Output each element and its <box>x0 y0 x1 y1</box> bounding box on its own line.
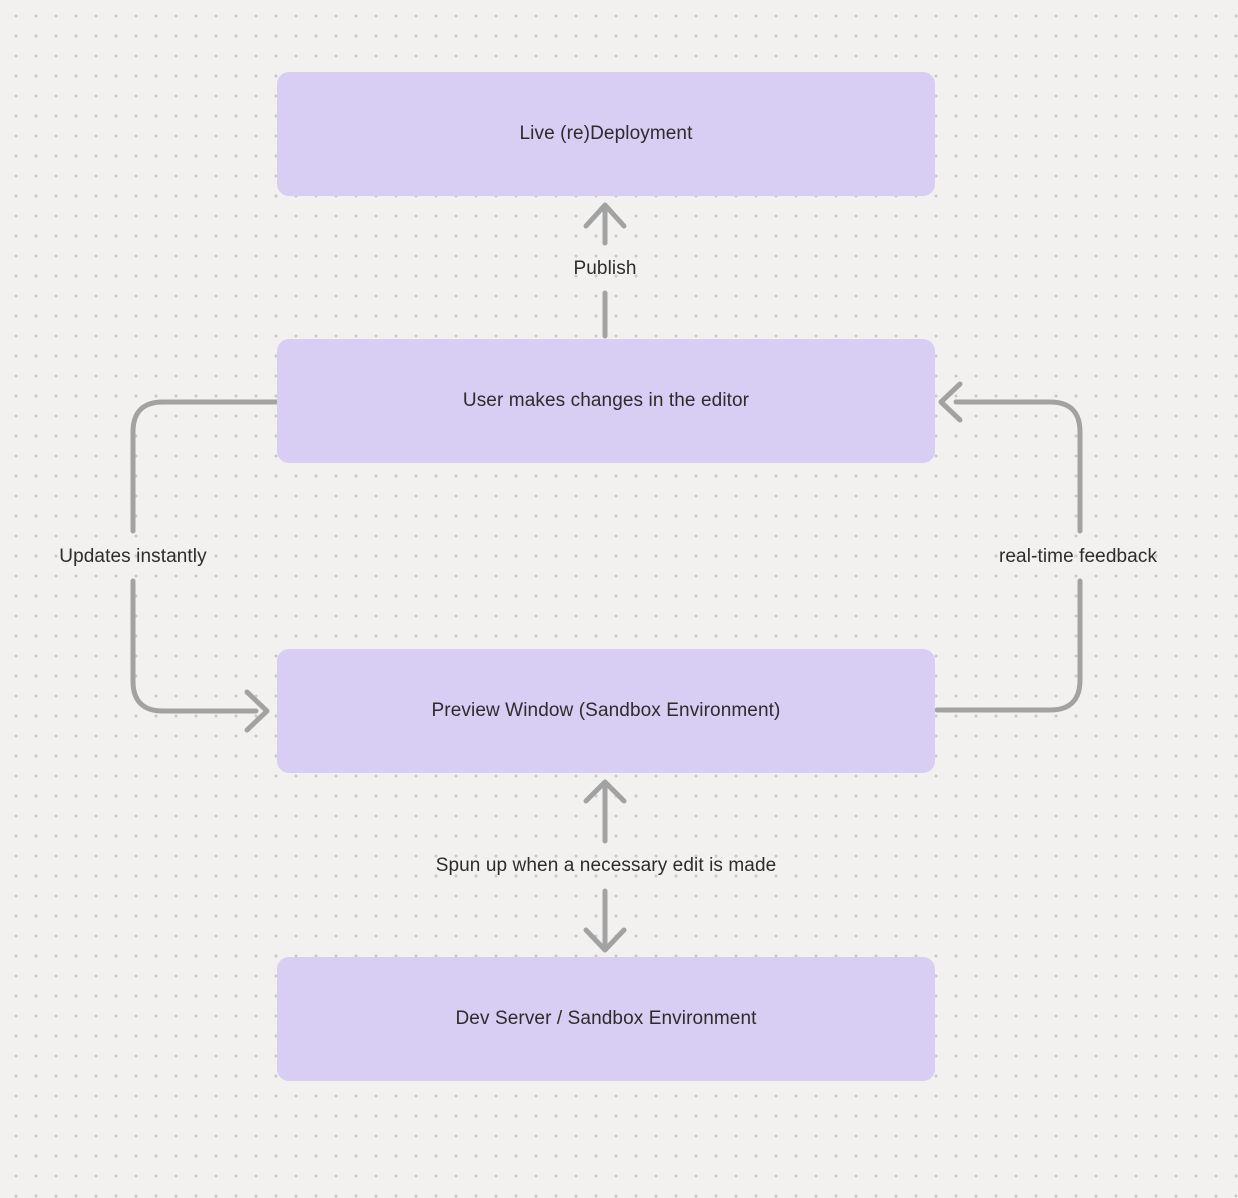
node-label: Dev Server / Sandbox Environment <box>455 1008 757 1029</box>
node-preview-window[interactable]: Preview Window (Sandbox Environment) <box>277 649 935 773</box>
edge-label-spun-up: Spun up when a necessary edit is made <box>435 855 777 876</box>
node-label: User makes changes in the editor <box>462 390 750 411</box>
node-dev-server[interactable]: Dev Server / Sandbox Environment <box>277 957 935 1081</box>
node-label: Live (re)Deployment <box>519 123 693 144</box>
node-live-redeployment[interactable]: Live (re)Deployment <box>277 72 935 196</box>
node-user-editor[interactable]: User makes changes in the editor <box>277 339 935 463</box>
node-label: Preview Window (Sandbox Environment) <box>431 700 781 721</box>
edge-label-publish: Publish <box>573 258 637 279</box>
edge-label-real-time-feedback: real-time feedback <box>998 546 1158 567</box>
edge-label-updates-instantly: Updates instantly <box>59 546 207 567</box>
